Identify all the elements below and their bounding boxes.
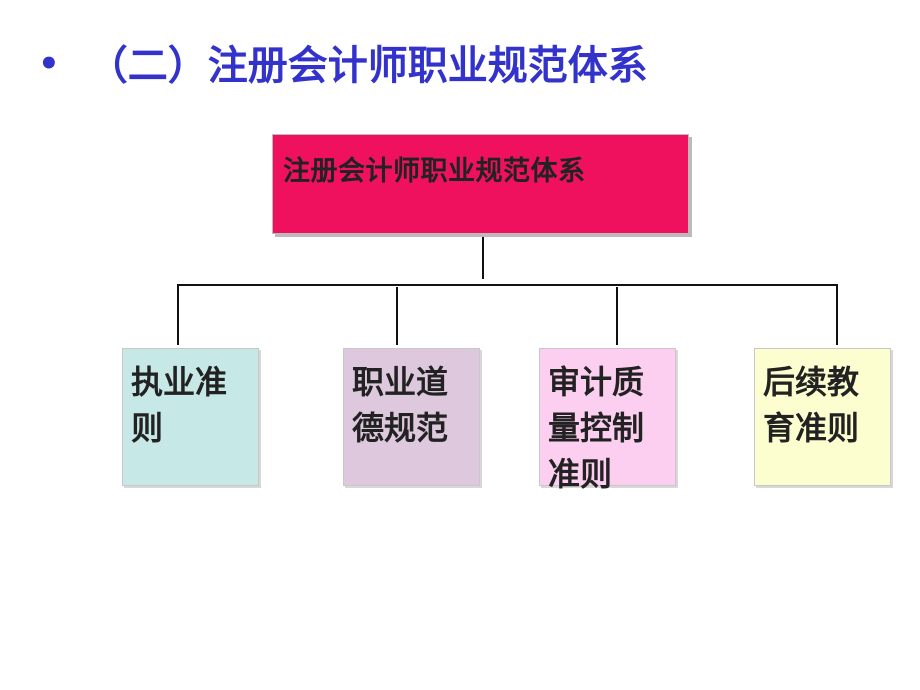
child-node-label: 执业准则	[131, 363, 228, 447]
child-node-1: 执业准则	[122, 348, 259, 486]
child-node-label: 审计质量控制准则	[548, 363, 645, 493]
root-node: 注册会计师职业规范体系	[272, 134, 689, 234]
slide-title-text: （二）注册会计师职业规范体系	[87, 43, 648, 89]
child-node-label: 职业道德规范	[352, 363, 449, 447]
child-node-4: 后续教育准则	[754, 348, 891, 486]
child-node-3: 审计质量控制准则	[539, 348, 676, 493]
bullet-icon: •	[38, 44, 60, 84]
root-node-label: 注册会计师职业规范体系	[283, 156, 586, 187]
child-node-2: 职业道德规范	[343, 348, 480, 486]
child-node-label: 后续教育准则	[763, 363, 860, 447]
slide-title: • （二）注册会计师职业规范体系	[38, 46, 648, 86]
